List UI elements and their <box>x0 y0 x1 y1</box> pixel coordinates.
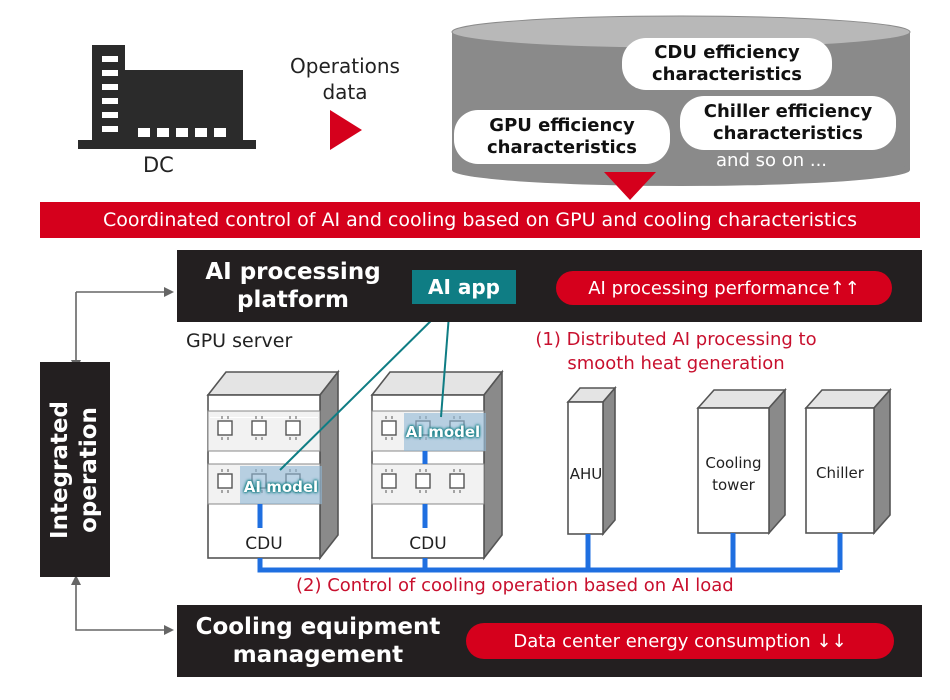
gpu-server-label: GPU server <box>186 330 293 352</box>
and-so-on-label: and so on ... <box>716 150 828 171</box>
ops-line1: Operations <box>290 54 400 78</box>
integrated-operation-text: Integrated operation <box>46 401 104 539</box>
ai-model-label-2: AI model <box>405 423 481 441</box>
cdu-line1: CDU efficiency <box>654 42 800 63</box>
integrated-line2: operation <box>76 406 103 533</box>
ahu-unit <box>566 385 617 537</box>
ai-performance-pill: AI processing performance↑↑ <box>556 271 892 305</box>
cooling-management-title: Cooling equipment management <box>184 609 452 673</box>
ai-platform-line2: platform <box>237 287 349 313</box>
tower-line2: tower <box>712 476 755 494</box>
integrated-line1: Integrated <box>47 400 74 539</box>
note1-line1: (1) Distributed AI processing to <box>535 329 817 350</box>
ai-model-label-1: AI model <box>243 478 319 496</box>
ops-arrow-icon <box>330 110 362 150</box>
integrated-connectors <box>75 291 164 631</box>
ai-platform-title: AI processing platform <box>188 254 398 318</box>
gpu-line1: GPU efficiency <box>489 115 635 136</box>
cooling-line2: management <box>232 642 404 668</box>
building-icon <box>78 45 256 149</box>
gpu-server-1 <box>206 369 340 561</box>
ops-line2: data <box>322 80 368 104</box>
chiller-line1: Chiller efficiency <box>703 101 873 122</box>
cooling-line1: Cooling equipment <box>195 614 441 640</box>
gpu-server-2 <box>370 369 504 561</box>
ai-app-box: AI app <box>412 270 516 304</box>
cdu-label-1: CDU <box>245 534 283 554</box>
chiller-unit <box>804 387 892 536</box>
cdu-efficiency-pill: CDU efficiency characteristics <box>622 38 832 90</box>
cooling-tower-unit <box>696 387 787 536</box>
cooling-control-note: (2) Control of cooling operation based o… <box>296 575 734 596</box>
integrated-operation-bar: Integrated operation <box>40 362 110 577</box>
cdu-label-2: CDU <box>409 534 447 554</box>
cdu-line2: characteristics <box>651 64 803 85</box>
ai-platform-line1: AI processing <box>205 259 381 285</box>
gpu-line2: characteristics <box>486 137 638 158</box>
ahu-label: AHU <box>569 465 603 483</box>
tower-line1: Cooling <box>705 454 762 472</box>
cooling-tower-label: Cooling tower <box>698 452 769 496</box>
chiller-label: Chiller <box>816 464 864 482</box>
ai-model-highlight-1 <box>240 466 322 504</box>
ai-model-highlight-2 <box>404 413 486 451</box>
distributed-processing-note: (1) Distributed AI processing to smooth … <box>506 328 846 376</box>
coordinated-control-banner: Coordinated control of AI and cooling ba… <box>40 202 920 238</box>
cooling-pipes <box>257 451 843 573</box>
chiller-line2: characteristics <box>712 123 864 144</box>
gpu-efficiency-pill: GPU efficiency characteristics <box>454 110 670 164</box>
chiller-efficiency-pill: Chiller efficiency characteristics <box>680 96 896 150</box>
dc-label: DC <box>143 153 174 177</box>
note1-line2: smooth heat generation <box>567 353 785 374</box>
energy-consumption-pill: Data center energy consumption ↓↓ <box>466 623 894 659</box>
operations-data-label: Operations data <box>270 53 420 105</box>
db-down-arrow-icon <box>604 172 656 200</box>
